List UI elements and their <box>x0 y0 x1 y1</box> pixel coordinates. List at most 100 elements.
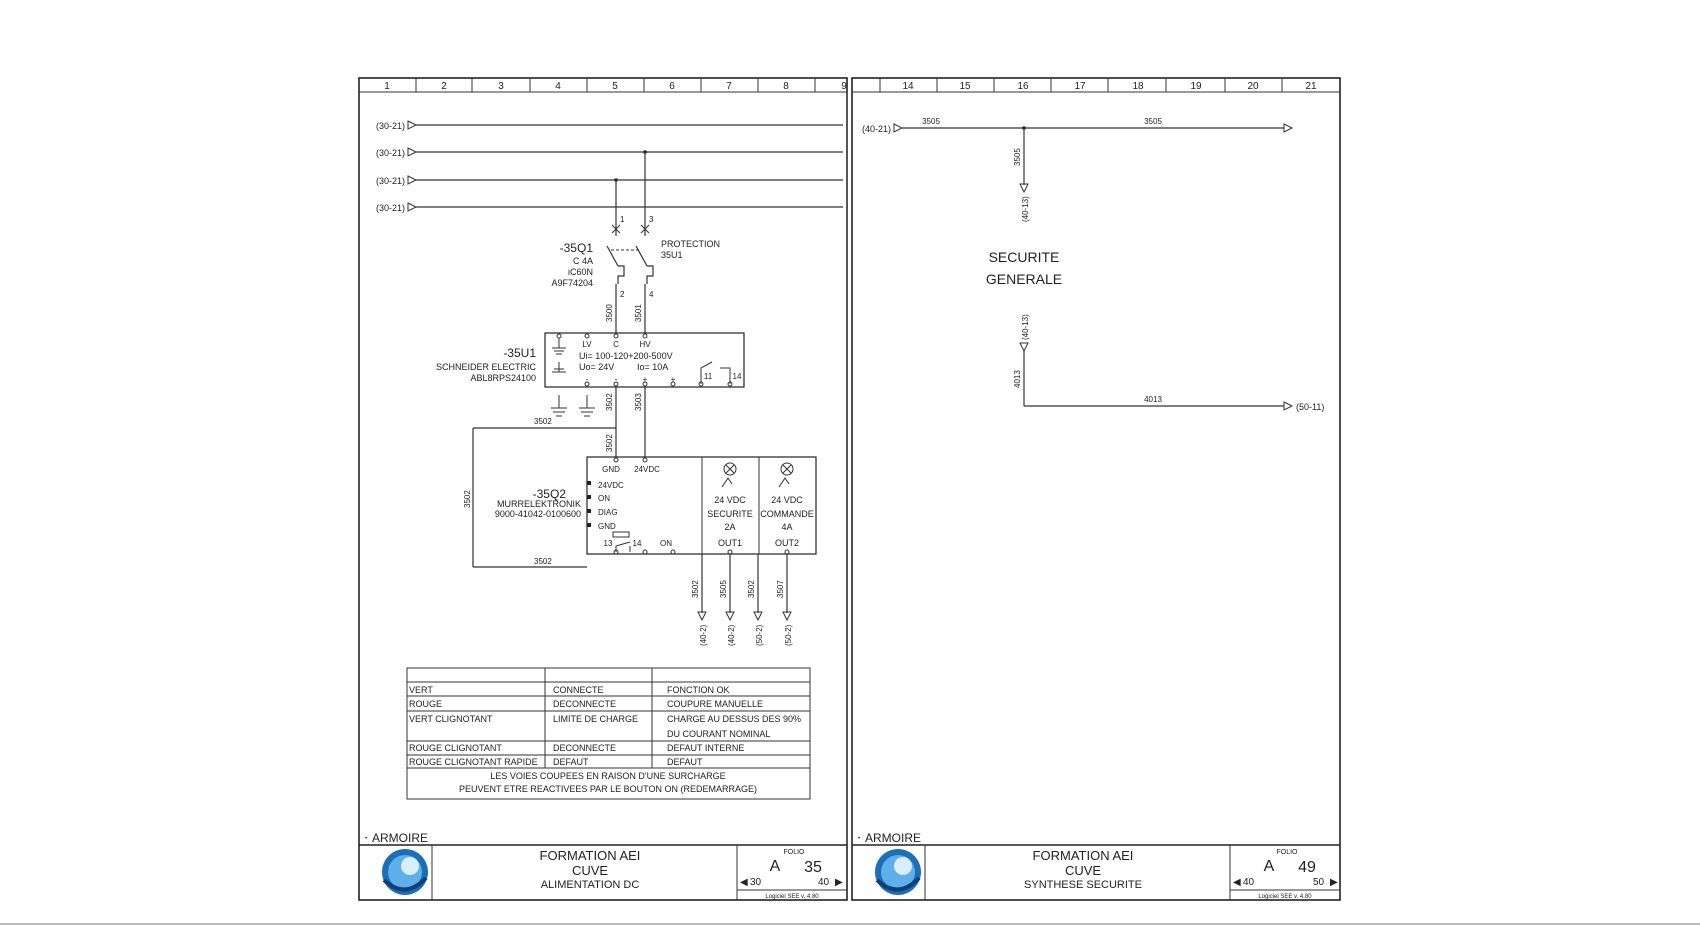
output-label: OUT1 <box>718 538 742 548</box>
next-folio[interactable]: 50 <box>1313 877 1325 888</box>
cross-reference: (50-2) <box>784 624 793 646</box>
next-page-icon[interactable]: ▶ <box>835 877 843 888</box>
table-cell: DEFAUT <box>667 757 703 767</box>
breaker-spec: C 4A <box>573 256 593 266</box>
column-number: 18 <box>1132 81 1144 92</box>
lamp-icon <box>723 462 737 476</box>
company-logo <box>382 849 428 895</box>
cross-reference: (40-2) <box>699 624 708 646</box>
bus-ref: (30-21) <box>376 176 405 186</box>
wire-number: 3505 <box>922 117 940 126</box>
column-number: 19 <box>1190 81 1202 92</box>
previous-folio[interactable]: 30 <box>750 877 762 888</box>
psu-output-current: Io= 10A <box>637 362 668 372</box>
location-bullet: • <box>365 836 367 842</box>
folio-label: FOLIO <box>783 849 805 856</box>
column-number: 21 <box>1305 81 1317 92</box>
table-cell: CONNECTE <box>553 685 604 695</box>
contact-label: 13 <box>604 539 613 548</box>
module-tag: -35Q2 <box>533 487 567 501</box>
left-title-block: FORMATION AEI CUVE ALIMENTATION DC FOLIO… <box>359 844 847 900</box>
wire-number: 3505 <box>1144 117 1162 126</box>
led-label: ON <box>598 494 610 503</box>
wire-number: 3505 <box>719 580 728 598</box>
reset-button-symbol <box>612 531 630 538</box>
column-number: 6 <box>669 81 675 92</box>
psu-terminal: + <box>643 375 648 384</box>
wire-number: 3502 <box>605 434 614 452</box>
channel-label: 4A <box>781 522 792 532</box>
column-number: 3 <box>498 81 504 92</box>
wire-number: 4013 <box>1144 395 1162 404</box>
left-column-ruler: 1 2 3 4 5 6 7 8 9 <box>384 78 847 92</box>
led-status-table: VERT CONNECTE FONCTION OK ROUGE DECONNEC… <box>406 667 811 800</box>
breaker-note: 35U1 <box>661 250 683 260</box>
column-number: 17 <box>1074 81 1086 92</box>
column-number: 5 <box>612 81 618 92</box>
bus-ref: (30-21) <box>376 148 405 158</box>
location-label: ARMOIRE <box>372 831 428 845</box>
breaker-spec: iC60N <box>568 267 593 277</box>
column-number: 20 <box>1247 81 1259 92</box>
wire-number: 3502 <box>605 393 614 411</box>
drawing-subtitle: CUVE <box>572 863 608 878</box>
column-number: 2 <box>441 81 447 92</box>
drawing-title: FORMATION AEI <box>540 848 641 863</box>
wire-number: 3502 <box>463 490 472 508</box>
right-sheet: 14 15 16 17 18 19 20 21 (40-21) 3505 350… <box>851 77 1341 901</box>
company-logo <box>875 849 921 895</box>
channel-label: 24 VDC <box>714 495 746 505</box>
psu-terminal: - <box>586 375 589 384</box>
power-supply-35U1: LV C HV Ui= 100-120+200-500V Uo= 24V Io=… <box>436 332 745 388</box>
previous-folio[interactable]: 40 <box>1243 877 1255 888</box>
breaker-note: PROTECTION <box>661 239 720 249</box>
folio-letter: A <box>770 858 781 875</box>
location-label: ARMOIRE <box>865 831 921 845</box>
pin-number: 2 <box>620 290 625 299</box>
drawing-title: FORMATION AEI <box>1033 848 1134 863</box>
table-cell: VERT CLIGNOTANT <box>409 714 493 724</box>
column-number: 8 <box>783 81 789 92</box>
led-label: GND <box>598 522 616 531</box>
cross-reference: (50-2) <box>755 624 764 646</box>
output-wires: 3502 3505 3502 3507 (40-2) (40-2) (50-2)… <box>691 554 793 646</box>
previous-page-icon[interactable]: ◀ <box>1233 877 1241 888</box>
folio-number: 49 <box>1298 859 1316 876</box>
cross-reference: (50-11) <box>1296 402 1324 412</box>
right-sheet-frame <box>851 77 1341 901</box>
column-number: 14 <box>902 81 914 92</box>
next-folio[interactable]: 40 <box>818 877 830 888</box>
wire-number: 3505 <box>1013 148 1022 166</box>
column-number: 16 <box>1017 81 1029 92</box>
psu-wiring: 3502 3502 3503 3502 3502 3502 <box>463 387 646 568</box>
breaker-tag: -35Q1 <box>560 241 594 255</box>
channel-label: 2A <box>724 522 735 532</box>
table-cell: DECONNECTE <box>553 699 616 709</box>
module-reference: 9000-41042-0100600 <box>495 509 581 519</box>
cross-reference: (40-21) <box>862 124 891 134</box>
wire-number: 3503 <box>634 393 643 411</box>
next-page-icon[interactable]: ▶ <box>1330 877 1338 888</box>
table-note: PEUVENT ETRE REACTIVEES PAR LE BOUTON ON… <box>459 784 757 794</box>
cross-reference: (40-2) <box>727 624 736 646</box>
column-number: 7 <box>726 81 732 92</box>
psu-tag: -35U1 <box>503 346 536 360</box>
psu-terminal: LV <box>582 340 592 349</box>
breaker-spec: A9F74204 <box>551 278 593 288</box>
table-cell: VERT <box>409 685 433 695</box>
section-title: GENERALE <box>986 271 1062 287</box>
table-cell: CHARGE AU DESSUS DES 90% <box>667 714 801 724</box>
previous-page-icon[interactable]: ◀ <box>740 877 748 888</box>
table-cell: ROUGE <box>409 699 442 709</box>
wire-number: 3502 <box>534 557 552 566</box>
table-cell: ROUGE CLIGNOTANT RAPIDE <box>409 757 538 767</box>
bus-ref: (30-21) <box>376 121 405 131</box>
cross-reference: (40-13) <box>1021 196 1030 222</box>
folio-number: 35 <box>804 859 822 876</box>
lamp-icon <box>780 462 794 476</box>
module-24vdc-label: 24VDC <box>634 465 660 474</box>
output-label: OUT2 <box>775 538 799 548</box>
table-cell: ROUGE CLIGNOTANT <box>409 743 502 753</box>
safety-distribution: (40-21) 3505 3505 3505 (40-13) SECURITE … <box>862 117 1324 412</box>
